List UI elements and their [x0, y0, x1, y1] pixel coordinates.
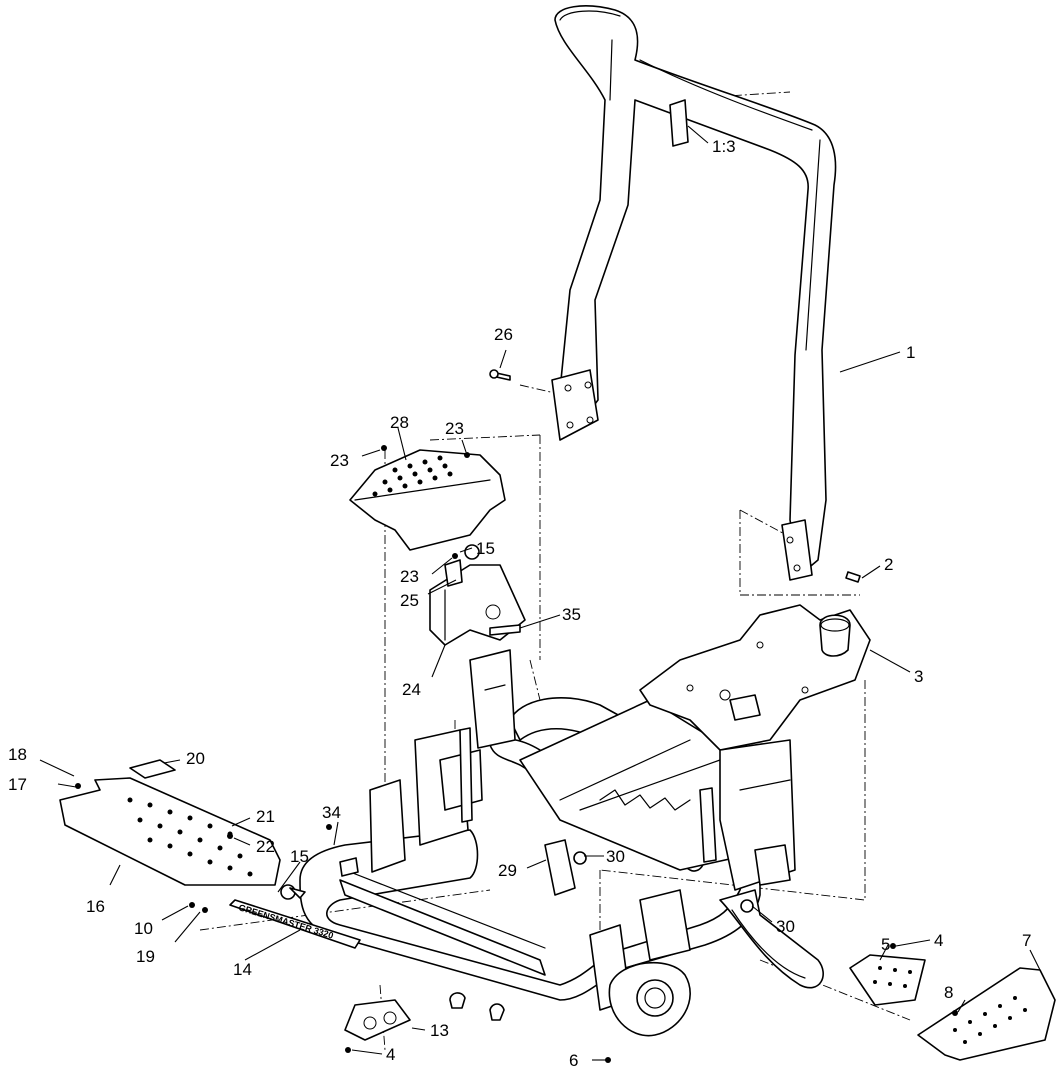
callout-labels: 1 1:3 2 3 4 4 5 6 7 8 10 13 14 15 15 16 …	[8, 137, 1031, 1070]
callout-18: 18	[8, 745, 27, 764]
callout-13: 13	[430, 1021, 449, 1040]
callout-21: 21	[256, 807, 275, 826]
callout-30-upper: 30	[606, 847, 625, 866]
callout-23-top-right: 23	[445, 419, 464, 438]
callout-7: 7	[1022, 931, 1031, 950]
callout-29: 29	[498, 861, 517, 880]
callout-28: 28	[390, 413, 409, 432]
callout-15-left: 15	[290, 847, 309, 866]
chassis-frame	[299, 649, 824, 1037]
callout-14: 14	[233, 960, 252, 979]
callout-4-right: 4	[934, 931, 943, 950]
callout-5: 5	[881, 935, 890, 954]
right-step-plate	[917, 967, 1056, 1061]
callout-4-bottom: 4	[386, 1045, 395, 1064]
frame-decal: GREENSMASTER 3320	[229, 899, 361, 949]
callout-30-lower: 30	[776, 917, 795, 936]
left-step-plate	[59, 777, 281, 886]
callout-20: 20	[186, 749, 205, 768]
callout-1-3: 1:3	[712, 137, 736, 156]
callout-34: 34	[322, 803, 341, 822]
bracket-13	[344, 999, 411, 1041]
callout-23-top-left: 23	[330, 451, 349, 470]
callout-3: 3	[914, 667, 923, 686]
rear-step-plate	[849, 954, 926, 1006]
callout-19: 19	[136, 947, 155, 966]
callout-24: 24	[402, 680, 421, 699]
callout-26: 26	[494, 325, 513, 344]
leader-lines	[39, 125, 1041, 1061]
callout-23-middle: 23	[400, 567, 419, 586]
step-decal	[129, 759, 176, 779]
perforated-cover	[349, 449, 506, 551]
bracket-29	[544, 839, 576, 896]
callout-22: 22	[256, 837, 275, 856]
callout-2: 2	[884, 555, 893, 574]
callout-1: 1	[906, 343, 915, 362]
roll-bar	[551, 5, 837, 581]
callout-17: 17	[8, 775, 27, 794]
control-bracket	[429, 559, 526, 646]
callout-35: 35	[562, 605, 581, 624]
callout-8: 8	[944, 983, 953, 1002]
callout-16: 16	[86, 897, 105, 916]
callout-15-top: 15	[476, 539, 495, 558]
seat-mount-plate	[639, 604, 871, 751]
callout-10: 10	[134, 919, 153, 938]
callout-25: 25	[400, 591, 419, 610]
hardware	[75, 369, 958, 1063]
callout-6: 6	[569, 1051, 578, 1070]
